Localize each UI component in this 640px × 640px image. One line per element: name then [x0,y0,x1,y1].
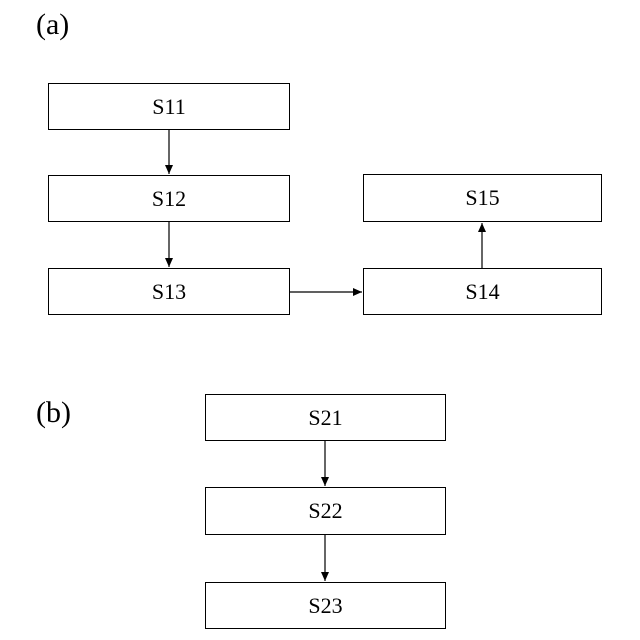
panel-label-b: (b) [36,398,71,428]
node-s14: S14 [363,268,602,315]
node-s12: S12 [48,175,290,222]
node-s21: S21 [205,394,446,441]
node-s15: S15 [363,174,602,222]
node-s22: S22 [205,487,446,535]
node-s23: S23 [205,582,446,629]
panel-label-a: (a) [36,10,69,40]
node-s11: S11 [48,83,290,130]
node-s13: S13 [48,268,290,315]
